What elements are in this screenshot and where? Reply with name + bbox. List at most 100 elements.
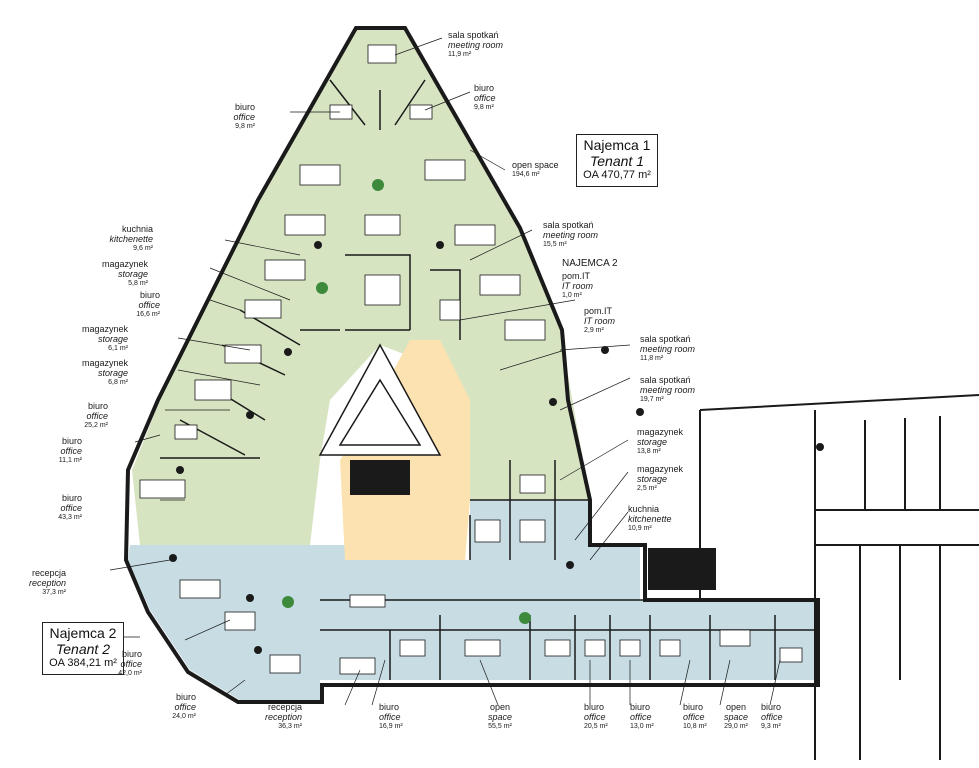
room-area: 20,5 m² xyxy=(584,723,608,730)
room-area: 6,1 m² xyxy=(108,345,128,352)
room-name-en: space xyxy=(488,712,513,722)
room-name-en: storage xyxy=(637,437,668,447)
room-area: 42,0 m² xyxy=(118,670,142,677)
room-area: 2,9 m² xyxy=(584,327,604,334)
room-name-pl: open xyxy=(726,702,747,712)
desk xyxy=(299,164,341,186)
room-name-en: IT room xyxy=(584,316,616,326)
room-name-en: reception xyxy=(28,578,66,588)
room-name-pl: sala spotkań xyxy=(448,30,499,40)
room-name-en: meeting room xyxy=(640,344,696,354)
room-area: 29,0 m² xyxy=(724,723,748,730)
room-name-en: storage xyxy=(637,474,668,484)
room-name-pl: pom.IT xyxy=(584,306,613,316)
room-name-en: office xyxy=(474,93,496,103)
column xyxy=(549,398,557,406)
room-name-pl: biuro xyxy=(61,493,82,503)
room-area: 13,8 m² xyxy=(637,448,661,455)
desk xyxy=(244,299,282,319)
room-name-pl: kuchnia xyxy=(121,224,153,234)
stair-inner xyxy=(338,378,422,446)
tenant-name-en: Tenant 2 xyxy=(56,641,110,657)
room-area: 9,8 m² xyxy=(474,104,494,111)
column xyxy=(636,408,644,416)
desk xyxy=(269,654,301,674)
room-name-en: meeting room xyxy=(448,40,504,50)
room-name-pl: biuro xyxy=(234,102,255,112)
desk xyxy=(659,639,681,657)
room-area: 2,5 m² xyxy=(637,485,657,492)
desk xyxy=(504,319,546,341)
room-name-pl: biuro xyxy=(175,692,196,702)
tenant-name: Najemca 1 xyxy=(583,137,651,153)
desk xyxy=(474,519,501,543)
elevator-shaft xyxy=(350,460,410,495)
room-name-en: office xyxy=(174,702,196,712)
room-name-pl: magazynek xyxy=(101,259,148,269)
room-name-pl: biuro xyxy=(139,290,160,300)
column xyxy=(284,348,292,356)
desk xyxy=(399,639,426,657)
room-name-en: IT room xyxy=(562,281,594,291)
desk xyxy=(719,629,751,647)
room-area: 194,6 m² xyxy=(512,171,540,178)
room-area: 25,2 m² xyxy=(84,422,108,429)
desk xyxy=(479,274,521,296)
room-name-en: office xyxy=(60,446,82,456)
room-name-en: office xyxy=(86,411,108,421)
column xyxy=(246,594,254,602)
desk xyxy=(619,639,641,657)
desk-group xyxy=(139,44,803,675)
room-area: 11,1 m² xyxy=(58,457,82,464)
room-area: 11,9 m² xyxy=(448,51,472,58)
room-name-en: storage xyxy=(97,368,128,378)
room-area: 16,6 m² xyxy=(136,311,160,318)
column xyxy=(816,443,824,451)
room-name-en: kitchenette xyxy=(628,514,672,524)
room-name-pl: biuro xyxy=(761,702,782,712)
room-name-pl: open space xyxy=(512,160,559,170)
room-name-pl: biuro xyxy=(584,702,605,712)
desk xyxy=(349,594,386,608)
elevator-shaft xyxy=(648,548,716,590)
room-area: 37,3 m² xyxy=(42,589,66,596)
room-name-pl: magazynek xyxy=(637,427,684,437)
desk xyxy=(439,299,461,321)
room-name-en: storage xyxy=(117,269,148,279)
room-area: 55,5 m² xyxy=(488,723,512,730)
room-area: 36,3 m² xyxy=(278,723,302,730)
desk xyxy=(424,159,466,181)
tenant-area: OA 384,21 m² xyxy=(49,657,117,669)
room-name-en: meeting room xyxy=(640,385,696,395)
room-name-en: meeting room xyxy=(543,230,599,240)
desk xyxy=(284,214,326,236)
plant xyxy=(519,612,531,624)
plant-group xyxy=(282,179,531,624)
room-name-pl: magazynek xyxy=(637,464,684,474)
desk xyxy=(194,379,232,401)
desk xyxy=(174,424,198,440)
desk xyxy=(139,479,186,499)
room-name-pl: kuchnia xyxy=(628,504,660,514)
room-area: 9,6 m² xyxy=(133,245,153,252)
desk xyxy=(454,224,496,246)
leader-lines xyxy=(109,37,781,706)
outer-wall xyxy=(123,26,820,704)
plant xyxy=(372,179,384,191)
room-name-pl: biuro xyxy=(683,702,704,712)
desk xyxy=(264,259,306,281)
